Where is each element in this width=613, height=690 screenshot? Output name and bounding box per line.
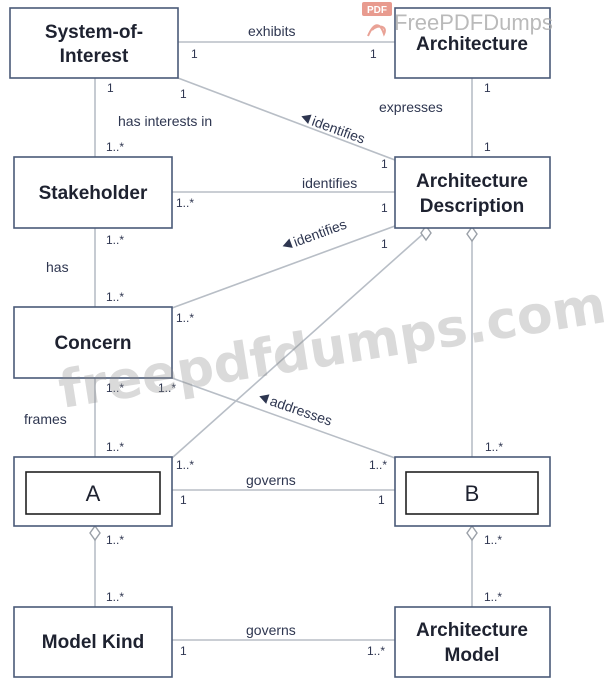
a-title: A bbox=[86, 481, 101, 506]
mult-ident-ad-top: 1 bbox=[381, 157, 388, 171]
a-diamond bbox=[89, 524, 101, 542]
identifies-concern-line bbox=[171, 225, 396, 309]
addresses-line bbox=[171, 377, 396, 459]
has-interests-in-label: has interests in bbox=[118, 113, 212, 129]
logo-watermark-text: FreePDFDumps bbox=[394, 10, 553, 35]
mult-frames-a: 1..* bbox=[106, 440, 124, 454]
system-of-interest-title-2: Interest bbox=[60, 46, 129, 67]
architecture-description-diamond-center bbox=[466, 225, 478, 243]
governs-mk-label: governs bbox=[246, 622, 296, 638]
identifies-soi-label: identifies bbox=[310, 113, 367, 147]
mult-hasint-soi: 1 bbox=[107, 81, 114, 95]
mult-expr-ad: 1 bbox=[484, 140, 491, 154]
architecture-model-title-2: Model bbox=[445, 645, 500, 666]
pdf-badge-text: PDF bbox=[367, 5, 387, 16]
mult-ident-soi: 1 bbox=[180, 87, 187, 101]
stakeholder-box: Stakeholder bbox=[13, 156, 173, 229]
mult-amagg-am: 1..* bbox=[484, 590, 502, 604]
identifies-concern-label: identifies bbox=[291, 216, 348, 250]
model-kind-box: Model Kind bbox=[13, 606, 173, 678]
b-title: B bbox=[465, 481, 480, 506]
b-box: B bbox=[394, 456, 551, 527]
addresses-arrow-icon bbox=[259, 394, 270, 404]
mult-has-con: 1..* bbox=[106, 290, 124, 304]
architecture-description-box: Architecture Description bbox=[394, 156, 551, 229]
main-watermark-text: freepdfdumps.com bbox=[55, 275, 611, 421]
architecture-box: Architecture bbox=[394, 7, 551, 79]
mult-gov-a: 1 bbox=[180, 493, 187, 507]
expresses-label: expresses bbox=[379, 99, 443, 115]
identifies-stakeholder-label: identifies bbox=[302, 175, 357, 191]
mult-agg-b: 1..* bbox=[485, 440, 503, 454]
exhibits-label: exhibits bbox=[248, 23, 295, 39]
mult-idcon-con: 1..* bbox=[176, 311, 194, 325]
mult-exhibits-soi: 1 bbox=[191, 47, 198, 61]
mult-idcon-ad: 1 bbox=[381, 237, 388, 251]
mult-has-stk: 1..* bbox=[106, 233, 124, 247]
mult-gov-b: 1 bbox=[378, 493, 385, 507]
mult-mkagg-a: 1..* bbox=[106, 533, 124, 547]
mult-idstk-ad: 1 bbox=[381, 201, 388, 215]
identifies-concern-arrow-icon bbox=[282, 238, 293, 248]
has-label: has bbox=[46, 259, 69, 275]
architecture-description-diamond-left bbox=[420, 224, 432, 242]
acrobat-icon bbox=[367, 24, 386, 37]
identifies-soi-line bbox=[177, 77, 396, 161]
mult-amagg-b: 1..* bbox=[484, 533, 502, 547]
b-diamond bbox=[466, 524, 478, 542]
architecture-description-title-2: Description bbox=[420, 196, 525, 217]
mult-govmk-am: 1..* bbox=[367, 644, 385, 658]
architecture-title: Architecture bbox=[416, 34, 528, 55]
stakeholder-title: Stakeholder bbox=[39, 183, 148, 204]
a-aggregation-line bbox=[171, 233, 424, 459]
governs-ab-label: governs bbox=[246, 472, 296, 488]
mult-expr-arch: 1 bbox=[484, 81, 491, 95]
system-of-interest-box: System-of- Interest bbox=[9, 7, 179, 79]
a-box: A bbox=[13, 456, 173, 527]
identifies-concern-label-group: identifies bbox=[282, 216, 349, 250]
system-of-interest-title-1: System-of- bbox=[45, 22, 143, 43]
identifies-soi-arrow-icon bbox=[301, 114, 312, 125]
mult-hasint-stk: 1..* bbox=[106, 140, 124, 154]
architecture-model-box: Architecture Model bbox=[394, 606, 551, 678]
concern-box: Concern bbox=[13, 306, 173, 379]
mult-idstk-stk: 1..* bbox=[176, 196, 194, 210]
frames-label: frames bbox=[24, 411, 67, 427]
pdf-badge-icon bbox=[362, 2, 392, 16]
mult-govmk-mk: 1 bbox=[180, 644, 187, 658]
addresses-label: addresses bbox=[268, 393, 334, 429]
mult-mkagg-mk: 1..* bbox=[106, 590, 124, 604]
model-kind-title: Model Kind bbox=[42, 632, 144, 653]
mult-addr-b: 1..* bbox=[369, 458, 387, 472]
mult-addr-con: 1..* bbox=[158, 381, 176, 395]
concern-title: Concern bbox=[54, 333, 131, 354]
architecture-model-title-1: Architecture bbox=[416, 620, 528, 641]
mult-frames-con: 1..* bbox=[106, 381, 124, 395]
freepdfdumps-logo-watermark: PDF FreePDFDumps bbox=[362, 2, 553, 37]
mult-exhibits-arch: 1 bbox=[370, 47, 377, 61]
mult-agg-a: 1..* bbox=[176, 458, 194, 472]
architecture-description-title-1: Architecture bbox=[416, 171, 528, 192]
